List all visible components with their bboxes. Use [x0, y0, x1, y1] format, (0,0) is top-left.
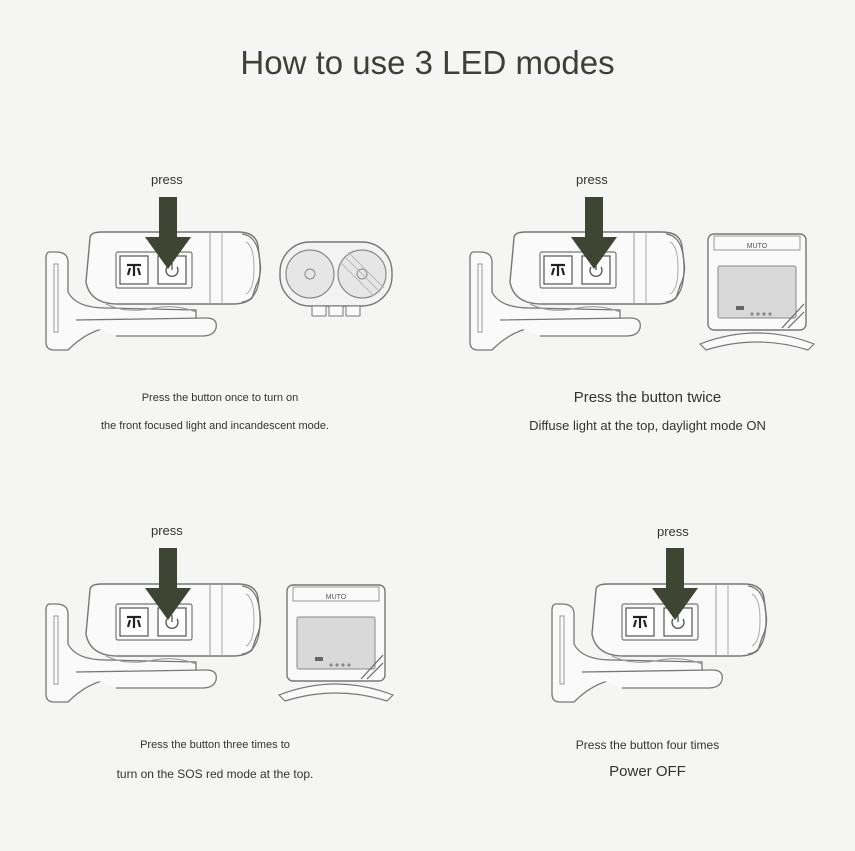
step-4-caption-line1: Press the button four times [575, 738, 720, 752]
press-label-1: press [151, 172, 183, 187]
down-arrow-icon [652, 548, 698, 620]
down-arrow-icon [145, 548, 191, 620]
step-2-caption-line1: Press the button twice [573, 389, 722, 406]
press-label-3: press [151, 523, 183, 538]
brand-label: MUTO [747, 243, 768, 250]
step-4-caption-line2: Power OFF [609, 763, 686, 780]
twin-lens-front-view [279, 241, 393, 317]
down-arrow-icon [145, 197, 191, 269]
press-label-4: press [657, 524, 689, 539]
top-diffuser-view-3: MUTO [278, 584, 394, 702]
press-label-2: press [576, 172, 608, 187]
step-3-caption-line2: turn on the SOS red mode at the top. [116, 767, 314, 781]
step-1-caption-line2: the front focused light and incandescent… [100, 420, 330, 432]
top-diffuser-view-2: MUTO [699, 233, 815, 351]
brand-label: MUTO [326, 594, 347, 601]
down-arrow-icon [571, 197, 617, 269]
step-1-caption-line1: Press the button once to turn on [141, 392, 299, 404]
step-2-caption-line2: Diffuse light at the top, daylight mode … [529, 418, 766, 433]
page-title: How to use 3 LED modes [240, 44, 615, 81]
step-3-caption-line1: Press the button three times to [140, 739, 290, 751]
